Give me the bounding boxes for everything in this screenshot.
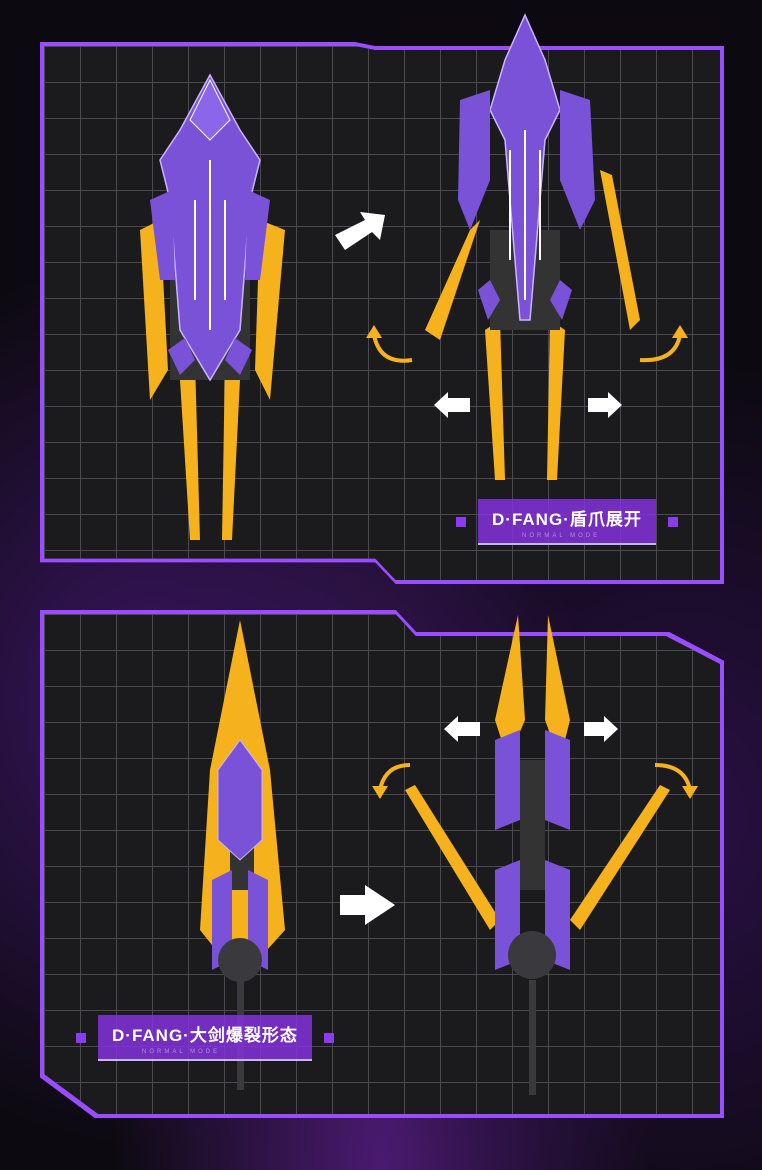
mode-subtitle: NORMAL MODE bbox=[522, 533, 601, 539]
rotate-arrow-icon bbox=[639, 334, 682, 363]
arrow-left-icon bbox=[444, 716, 480, 742]
mode-subtitle: NORMAL MODE bbox=[142, 1049, 221, 1055]
weapon-shield-claw-expanded bbox=[425, 13, 640, 480]
direction-arrows bbox=[335, 212, 622, 925]
label-marker bbox=[667, 517, 678, 527]
weapon-folded bbox=[140, 73, 285, 540]
mode-label-shield-claw: D·FANG·盾爪展开 NORMAL MODE bbox=[456, 494, 678, 550]
label-marker bbox=[323, 1033, 334, 1043]
weapon-burst-mode bbox=[405, 615, 670, 1095]
arrow-right-icon bbox=[588, 392, 622, 418]
label-marker bbox=[456, 517, 466, 527]
arrow-right-icon bbox=[335, 212, 385, 250]
rotate-arrow-icon bbox=[372, 334, 413, 363]
arrow-right-icon bbox=[340, 885, 395, 925]
mode-title: D·FANG·盾爪展开 bbox=[492, 510, 642, 529]
rotate-arrows bbox=[372, 334, 692, 791]
arrow-left-icon bbox=[434, 392, 470, 418]
arrow-right-icon bbox=[584, 716, 618, 742]
mode-title: D·FANG·大剑爆裂形态 bbox=[112, 1026, 298, 1045]
weapon-greatsword bbox=[200, 620, 285, 1090]
label-marker bbox=[76, 1033, 86, 1043]
mode-label-greatsword: D·FANG·大剑爆裂形态 NORMAL MODE bbox=[76, 1010, 334, 1066]
